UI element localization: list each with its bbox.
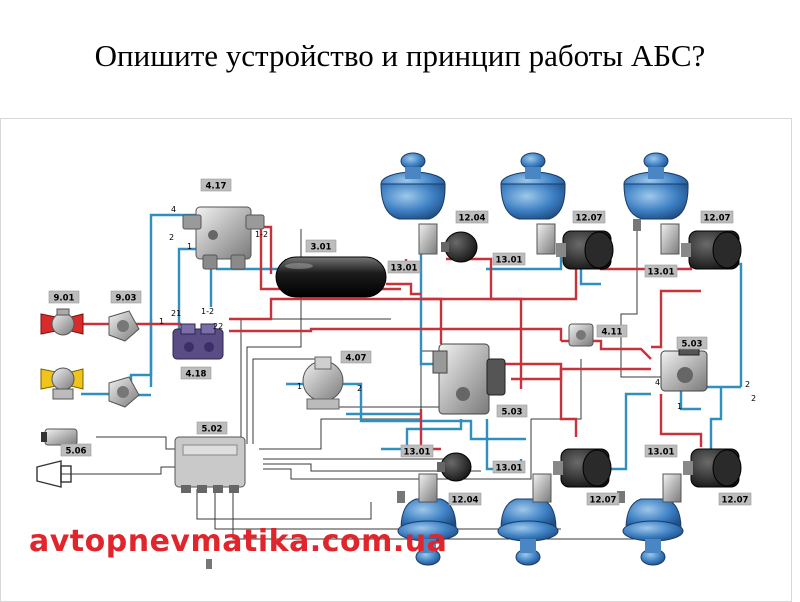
svg-text:2: 2 [169,233,174,242]
valve-block-4-18-icon [172,323,224,360]
part-label-13-01-top-middle: 13.01 [492,252,526,266]
svg-text:12.07: 12.07 [704,214,731,224]
ecu-5-02-icon [174,436,246,493]
regulator-4-07-icon [302,356,344,410]
svg-text:1-2: 1-2 [255,230,268,239]
svg-text:5.02: 5.02 [202,425,223,435]
part-label-13-01-top-left: 13.01 [387,260,421,274]
part-label-12-04-top: 12.04 [455,210,489,224]
part-label-4-07: 4.07 [340,350,372,364]
slide-title: Опишите устройство и принцип работы АБС? [94,38,706,73]
actuator-12-04-bottom-icon [437,452,472,482]
port-numbers: 4 2 1 1-2 21 1-2 22 1 1 2 4 1 2 2 [159,205,756,411]
svg-text:1-2: 1-2 [201,307,214,316]
svg-text:4.18: 4.18 [186,370,207,380]
brake-chamber-bottom-middle-icon [497,473,559,566]
part-label-5-02: 5.02 [196,421,228,435]
svg-text:4.11: 4.11 [602,328,623,338]
svg-text:5.06: 5.06 [66,447,87,457]
svg-text:2: 2 [357,384,362,393]
svg-text:12.07: 12.07 [590,496,617,506]
brake-chamber-top-left-icon [380,152,446,255]
svg-text:5.03: 5.03 [682,340,703,350]
air-tank-3-01-icon [275,256,387,298]
brake-chamber-bottom-right-icon [622,473,684,566]
coupling-head-red-icon [40,308,84,336]
line-filter-upper-icon [108,310,140,342]
part-label-12-04-bottom: 12.04 [448,492,482,506]
part-label-4-11: 4.11 [596,324,628,338]
part-label-5-06: 5.06 [60,443,92,457]
svg-text:4: 4 [655,378,660,387]
svg-text:12.04: 12.04 [459,214,486,224]
actuator-12-07-top-right-icon [681,230,742,270]
svg-text:13.01: 13.01 [496,464,523,474]
valve-4-17-icon [182,206,265,270]
svg-text:13.01: 13.01 [391,264,418,274]
svg-text:22: 22 [213,322,223,331]
svg-text:2: 2 [745,380,750,389]
actuator-12-07-bottom-middle-icon [553,448,612,488]
svg-text:5.03: 5.03 [502,408,523,418]
line-filter-lower-icon [108,376,140,408]
part-label-13-01-bottom-middle: 13.01 [492,460,526,474]
abs-diagram: 4.17 3.01 12.04 12.07 12.07 13.01 13.01 … [0,118,792,602]
connector-5-06-icon [41,428,78,446]
svg-text:12.04: 12.04 [452,496,479,506]
actuator-12-07-bottom-right-icon [683,448,742,488]
part-label-9-01: 9.01 [48,290,80,304]
part-label-13-01-bottom-left: 13.01 [400,444,434,458]
svg-text:4: 4 [171,205,176,214]
part-label-13-01-bottom-right: 13.01 [644,444,678,458]
part-label-12-07-top-middle: 12.07 [572,210,606,224]
svg-text:13.01: 13.01 [648,448,675,458]
svg-text:21: 21 [171,309,181,318]
svg-text:12.07: 12.07 [722,496,749,506]
part-label-13-01-top-right: 13.01 [644,264,678,278]
part-label-12-07-top-right: 12.07 [700,210,734,224]
brake-chamber-top-right-icon [623,152,689,255]
svg-text:2: 2 [751,394,756,403]
plug-connector-icon [36,460,72,488]
valve-4-11-icon [568,323,594,347]
part-label-9-03: 9.03 [110,290,142,304]
part-label-12-07-bottom-middle: 12.07 [586,492,620,506]
modulator-5-03-center-icon [432,343,506,415]
watermark-text: avtopnevmatika.com.ua [29,524,447,559]
actuator-12-04-top-icon [441,231,478,263]
svg-text:12.07: 12.07 [576,214,603,224]
brake-chamber-top-middle-icon [500,152,566,255]
svg-text:1: 1 [159,317,164,326]
part-label-12-07-bottom-right: 12.07 [718,492,752,506]
svg-text:9.03: 9.03 [116,294,137,304]
coupling-head-yellow-icon [40,367,84,400]
part-label-5-03-center: 5.03 [496,404,528,418]
svg-text:4.17: 4.17 [206,182,227,192]
actuator-12-07-top-middle-icon [556,230,614,270]
modulator-5-03-right-icon [660,344,708,392]
svg-text:13.01: 13.01 [648,268,675,278]
brake-chamber-bottom-left-icon [397,473,459,566]
svg-text:1: 1 [297,382,302,391]
svg-text:1: 1 [677,402,682,411]
svg-text:3.01: 3.01 [311,243,332,253]
svg-text:13.01: 13.01 [496,256,523,266]
svg-text:4.07: 4.07 [346,354,367,364]
part-label-4-17: 4.17 [200,178,232,192]
svg-text:13.01: 13.01 [404,448,431,458]
part-label-5-03-right: 5.03 [676,336,708,350]
part-label-4-18: 4.18 [180,366,212,380]
wheel-sensors [206,219,641,569]
svg-text:9.01: 9.01 [54,294,75,304]
part-label-3-01: 3.01 [305,239,337,253]
abs-scheme-svg: 4.17 3.01 12.04 12.07 12.07 13.01 13.01 … [29,152,756,569]
svg-text:1: 1 [187,242,192,251]
